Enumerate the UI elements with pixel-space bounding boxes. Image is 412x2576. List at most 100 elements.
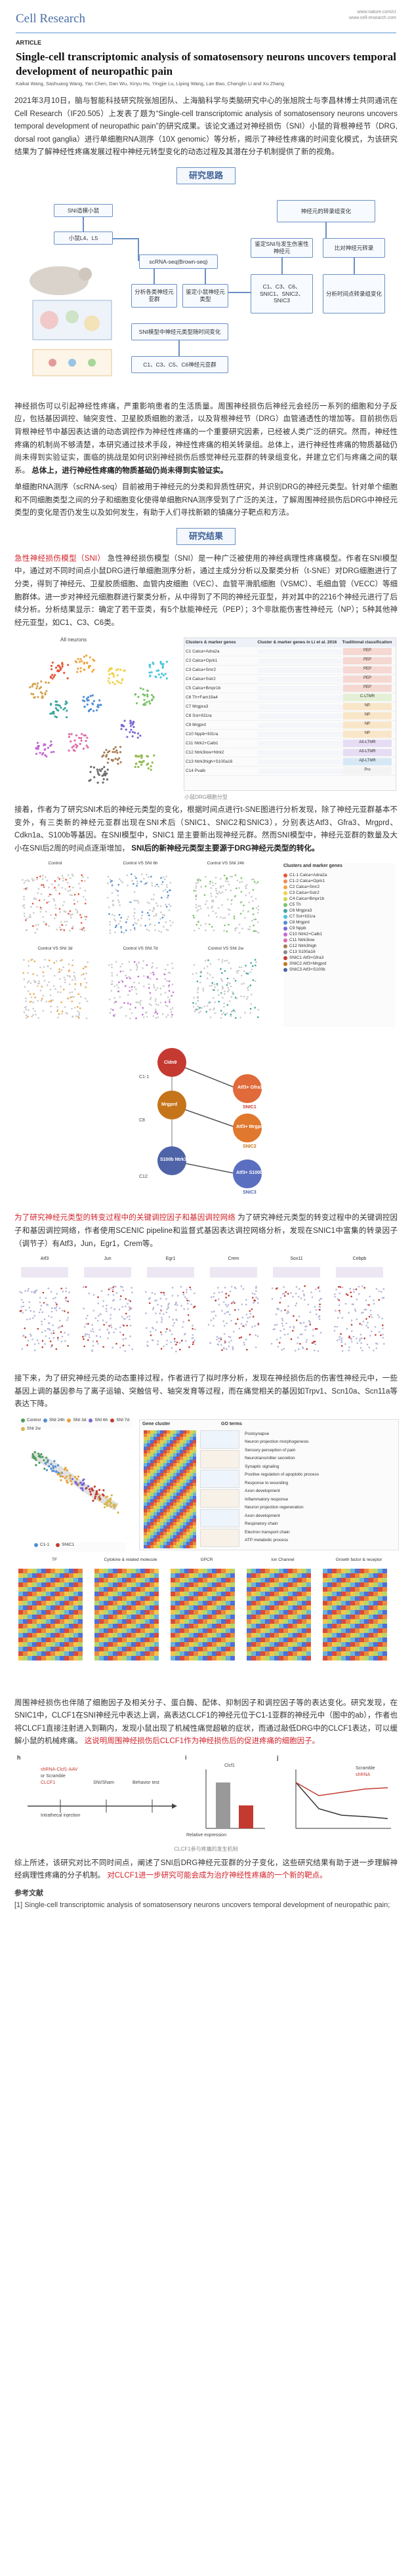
heatmap-cell [183, 1472, 186, 1476]
heatmap-cell [216, 1637, 221, 1642]
heatmap-cell [32, 1586, 37, 1592]
heatmap-cell [160, 1489, 163, 1493]
tsne-point [148, 983, 150, 986]
tsne-point [232, 1009, 235, 1012]
tsne-point [37, 696, 39, 698]
regulon-point [339, 1292, 340, 1295]
regulon-point [382, 1337, 384, 1338]
heatmap-cell [279, 1628, 283, 1633]
heatmap-cell [136, 1609, 140, 1615]
cluster-name: C13 Ntrk3high+S100a16 [186, 759, 233, 764]
regulon-point [183, 1308, 185, 1310]
heatmap-cell [297, 1591, 302, 1596]
tsne-point [34, 1014, 37, 1016]
regulon-point [95, 1335, 98, 1337]
heatmap-cell [37, 1655, 41, 1660]
heatmap-row [144, 1528, 196, 1532]
heatmap-cell [176, 1466, 180, 1470]
legend-item: C4 Calca+Bmpr1b [283, 896, 395, 902]
heatmap-cell [32, 1632, 37, 1638]
regulon-point [341, 1317, 344, 1319]
heatmap-row [94, 1623, 167, 1628]
heatmap-cell [23, 1605, 28, 1610]
regulon-point [194, 1339, 196, 1342]
heatmap-cell [18, 1605, 23, 1610]
heatmap-cell [216, 1623, 221, 1628]
trajectory-point [104, 1506, 106, 1508]
heatmap-cell [327, 1646, 332, 1651]
tsne-point [141, 761, 144, 763]
heatmap-cell [73, 1641, 78, 1647]
heatmap-cell [131, 1614, 136, 1619]
regulon-point [28, 1306, 31, 1308]
tsne-point [75, 909, 77, 911]
tsne-point [81, 880, 83, 882]
regulon-point [51, 1307, 53, 1309]
heatmap-cell [256, 1614, 260, 1619]
heatmap-cell [170, 1538, 173, 1542]
heatmap-cell [183, 1495, 186, 1499]
heatmap-cell [193, 1436, 196, 1440]
heatmap-cell [171, 1623, 175, 1628]
tsne-point [224, 889, 227, 891]
heatmap-cell [127, 1646, 131, 1651]
tsne-point [55, 889, 57, 892]
tsne-point [171, 1007, 174, 1009]
heatmap-cell [302, 1619, 306, 1624]
regulon-point [213, 1292, 216, 1295]
regulon-point [320, 1297, 323, 1300]
tsne-point [235, 1017, 237, 1019]
heatmap-cell [108, 1655, 113, 1660]
heatmap-cell [41, 1573, 46, 1578]
heatmap-cell [154, 1462, 157, 1466]
heatmap-cell [247, 1591, 251, 1596]
tsne-point [228, 962, 230, 965]
tsne-point [36, 685, 39, 687]
heatmap-cell [369, 1582, 373, 1587]
regulon-point [159, 1308, 162, 1311]
heatmap-cell [78, 1605, 83, 1610]
regulon-point [290, 1292, 292, 1294]
trajectory-point [92, 1499, 94, 1502]
heatmap-cell [144, 1544, 147, 1548]
tsne-point [231, 1011, 234, 1013]
heatmap-cell [226, 1573, 230, 1578]
heatmap-cell [127, 1586, 131, 1592]
tsne-point [23, 916, 26, 917]
tsne-point [120, 928, 122, 930]
tsne-point [164, 673, 167, 675]
heatmap-cell [154, 1436, 157, 1440]
heatmap-cell [160, 1476, 163, 1479]
heatmap-cell [23, 1582, 28, 1587]
heatmap-cell [251, 1582, 256, 1587]
regulon-point [252, 1297, 254, 1298]
heatmap-cell [265, 1651, 270, 1656]
tsne-point [241, 927, 243, 930]
tsne-point [78, 883, 80, 885]
heatmap-cell [193, 1439, 196, 1443]
trajectory-point [64, 1466, 67, 1469]
regulon-point [122, 1344, 125, 1346]
tsne-point [148, 902, 150, 905]
regulon-point [58, 1327, 60, 1329]
regulon-point [26, 1344, 28, 1346]
heatmap-cell [117, 1632, 122, 1638]
tsne-point [64, 982, 66, 984]
tsne-point [84, 890, 87, 892]
heatmap-cell [293, 1651, 297, 1656]
regulon-point [340, 1341, 342, 1343]
tsne-point [121, 881, 124, 884]
regulon-point [243, 1341, 245, 1344]
heatmap-cell [94, 1637, 99, 1642]
traditional-class: NP [343, 721, 392, 729]
heatmap-row [323, 1637, 395, 1642]
panel-i-label: i [185, 1754, 187, 1761]
tsne-point [152, 1015, 155, 1018]
tsne-point [153, 984, 155, 986]
tsne-point [251, 965, 254, 967]
heatmap-row [144, 1449, 196, 1453]
heatmap-cell [265, 1605, 270, 1610]
heatmap-cell [154, 1655, 159, 1660]
heatmap-cell [293, 1586, 297, 1592]
heatmap-cell [55, 1577, 60, 1582]
